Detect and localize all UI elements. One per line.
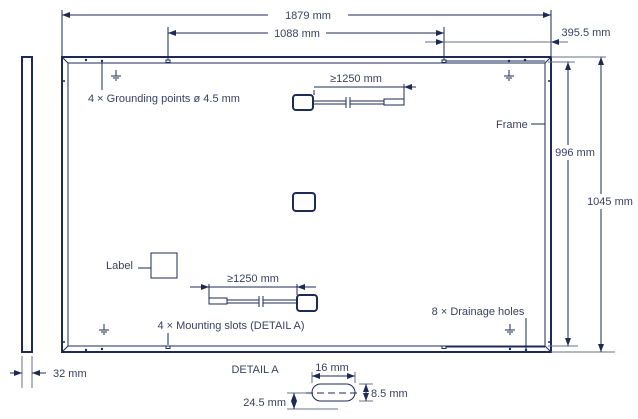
label-box (150, 252, 178, 279)
dim-overall-width: 1045 mm (587, 196, 633, 208)
frame-label: Frame (496, 119, 528, 131)
dim-slot-spacing-length: 1088 mm (274, 28, 320, 40)
detail-a-title: DETAIL A (231, 364, 279, 376)
label-label: Label (106, 260, 133, 272)
dim-cable-bottom: ≥1250 mm (227, 273, 279, 285)
module-frame (61, 56, 552, 353)
junction-box-bottom (190, 284, 318, 312)
grounding-points-label: 4 × Grounding points ø 4.5 mm (88, 93, 240, 105)
junction-box-middle (292, 192, 316, 212)
dim-overall-length: 1879 mm (285, 10, 331, 22)
junction-box-top (292, 84, 416, 111)
ground-icon (99, 70, 515, 335)
dim-slot-length: 16 mm (315, 362, 349, 374)
drainage-holes-label: 8 × Drainage holes (432, 306, 525, 318)
dim-slot-position: 24.5 mm (243, 397, 286, 409)
dim-cable-top: ≥1250 mm (330, 73, 382, 85)
detail-a-slot (287, 372, 373, 410)
dim-slot-width: 8.5 mm (371, 388, 408, 400)
dim-thickness: 32 mm (53, 368, 87, 380)
mounting-slots-label: 4 × Mounting slots (DETAIL A) (157, 320, 304, 332)
dim-slot-spacing-width: 996 mm (555, 147, 595, 159)
dim-slot-offset: 395.5 mm (562, 27, 611, 39)
side-view (21, 56, 33, 353)
